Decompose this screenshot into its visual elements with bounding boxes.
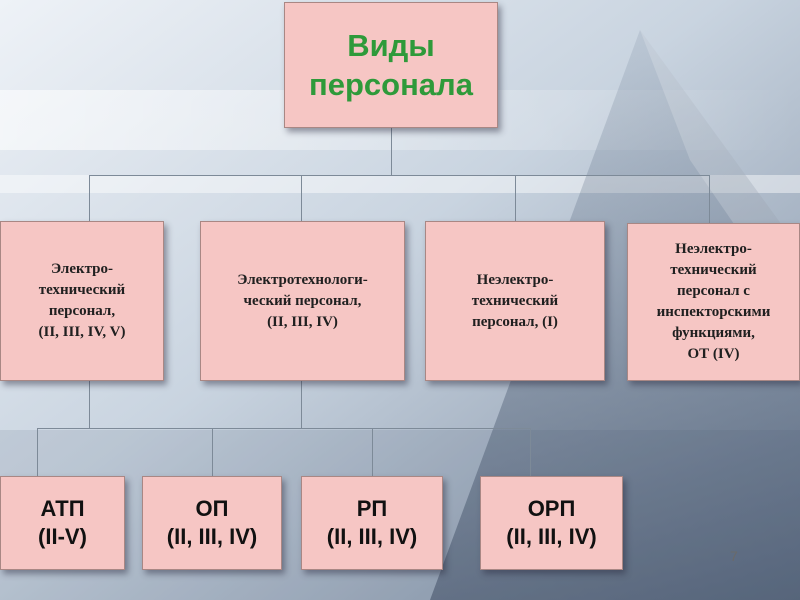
connector-line bbox=[391, 128, 392, 175]
connector-line bbox=[212, 428, 213, 476]
subtype-node-rp: РП (II, III, IV) bbox=[301, 476, 443, 570]
connector-line bbox=[89, 381, 90, 428]
connector-line bbox=[89, 175, 710, 176]
connector-line bbox=[515, 175, 516, 221]
root-node: Виды персонала bbox=[284, 2, 498, 128]
page-number: 7 bbox=[730, 548, 738, 564]
subtype-label: АТП (II-V) bbox=[38, 496, 87, 549]
subtype-node-atp: АТП (II-V) bbox=[0, 476, 125, 570]
subtype-node-orp: ОРП (II, III, IV) bbox=[480, 476, 623, 570]
category-label: Электротехнологи- ческий персонал, (II, … bbox=[237, 271, 368, 330]
root-label: Виды персонала bbox=[309, 28, 473, 102]
subtype-label: ОП (II, III, IV) bbox=[166, 496, 258, 549]
connector-line bbox=[530, 428, 531, 476]
category-label: Неэлектро- технический персонал с инспек… bbox=[656, 241, 771, 362]
category-node-electrotechnical: Электро- технический персонал, (II, III,… bbox=[0, 221, 164, 381]
category-node-non-electrotechnical-inspector: Неэлектро- технический персонал с инспек… bbox=[627, 223, 800, 381]
connector-line bbox=[37, 428, 38, 476]
subtype-node-op: ОП (II, III, IV) bbox=[142, 476, 282, 570]
connector-line bbox=[89, 175, 90, 221]
subtype-label: РП (II, III, IV) bbox=[326, 496, 418, 549]
category-label: Электро- технический персонал, (II, III,… bbox=[38, 261, 126, 340]
category-label: Неэлектро- технический персонал, (I) bbox=[471, 271, 559, 330]
category-node-non-electrotechnical: Неэлектро- технический персонал, (I) bbox=[425, 221, 605, 381]
category-node-electrotechnological: Электротехнологи- ческий персонал, (II, … bbox=[200, 221, 405, 381]
connector-line bbox=[372, 428, 373, 476]
connector-line bbox=[37, 428, 531, 429]
connector-line bbox=[301, 381, 302, 428]
subtype-label: ОРП (II, III, IV) bbox=[506, 496, 597, 549]
connector-line bbox=[301, 175, 302, 221]
connector-line bbox=[709, 175, 710, 223]
